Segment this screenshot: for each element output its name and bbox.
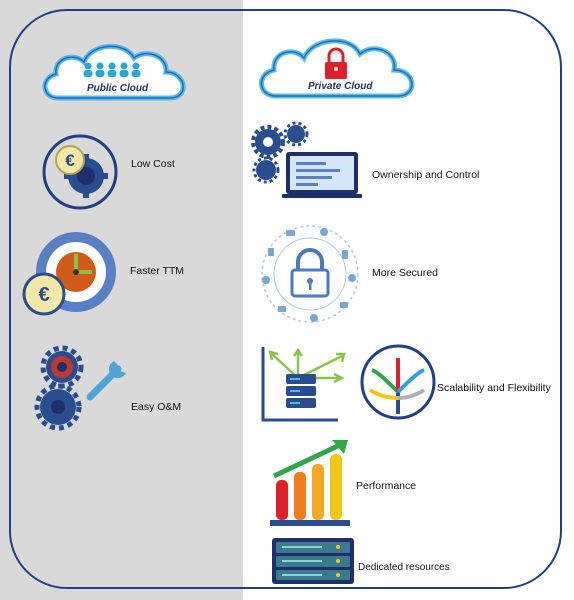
performance-label: Performance <box>356 480 417 492</box>
dedicated-resources-label: Dedicated resources <box>358 562 450 573</box>
euro-gear-icon: € <box>42 134 118 210</box>
easy-om-label: Easy O&M <box>131 401 182 413</box>
svg-text:€: € <box>65 151 75 170</box>
scaling-server-icon <box>261 344 436 422</box>
bar-chart-icon <box>270 440 350 526</box>
svg-text:€: € <box>38 284 49 306</box>
private-cloud-title: Private Cloud <box>308 81 373 92</box>
faster-ttm-label: Faster TTM <box>130 265 185 277</box>
public-cloud-icon <box>42 43 186 101</box>
gears-wrench-icon <box>34 345 126 431</box>
clock-euro-icon: € <box>22 232 116 316</box>
gears-monitor-icon <box>251 121 362 198</box>
padlock-network-icon <box>261 225 359 323</box>
low-cost-label: Low Cost <box>131 158 175 170</box>
more-secured-label: More Secured <box>372 267 438 279</box>
diagram-frame <box>9 9 562 589</box>
scalability-flexibility-label: Scalability and Flexibility <box>437 382 551 394</box>
private-cloud-icon <box>259 38 415 99</box>
server-rack-icon <box>272 538 354 584</box>
ownership-control-label: Ownership and Control <box>372 169 480 181</box>
public-cloud-title: Public Cloud <box>87 83 149 94</box>
